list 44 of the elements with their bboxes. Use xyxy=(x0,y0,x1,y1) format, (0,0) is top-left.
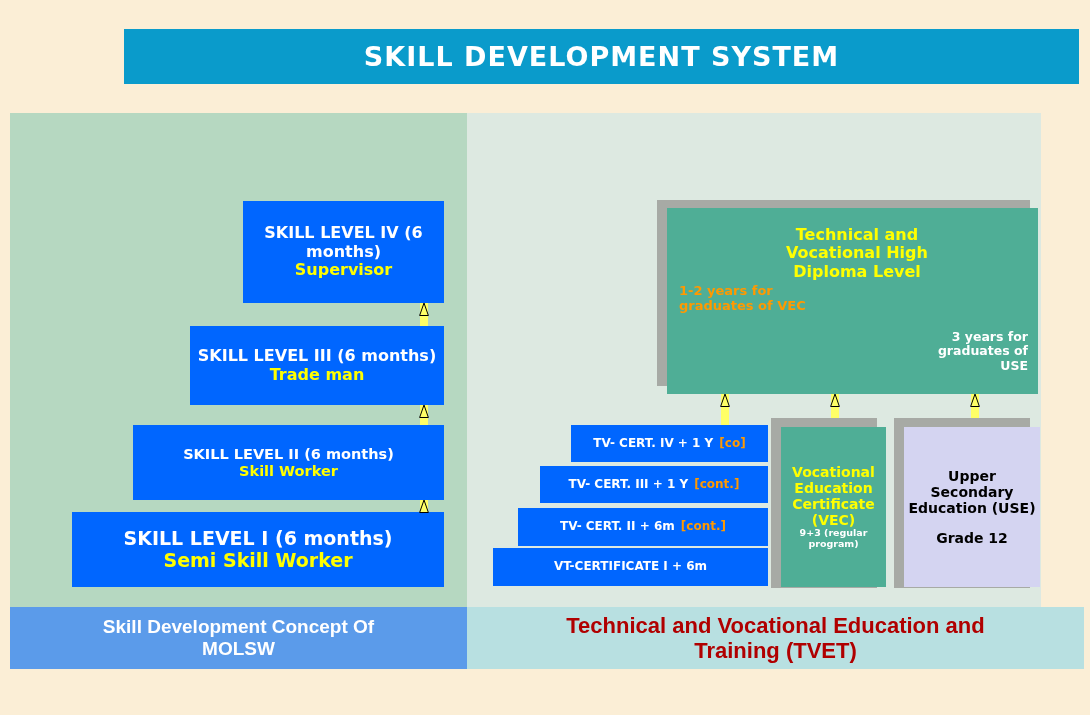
block-arrow xyxy=(720,393,730,425)
node-title: Vocational Education Certificate (VEC) xyxy=(791,463,876,529)
node-detail: [cont.] xyxy=(694,477,740,492)
block-arrow xyxy=(830,393,840,418)
block-arrow xyxy=(419,302,429,326)
node-title: TV- CERT. IV + 1 Y xyxy=(593,436,714,451)
block-arrow xyxy=(970,393,980,418)
diploma-box xyxy=(667,208,1038,394)
certificate-box xyxy=(781,427,886,587)
node-detail: 1-2 years for graduates of VEC xyxy=(679,284,807,314)
title: SKILL DEVELOPMENT SYSTEM xyxy=(124,29,1079,84)
node-detail: 9+3 (regular program) xyxy=(798,528,869,551)
node-detail: 3 years for graduates of USE xyxy=(936,330,1028,374)
node-title: SKILL LEVEL IV (6 months) xyxy=(263,224,424,262)
node-title: Technical and Vocational Education and Training (TVET) xyxy=(565,612,986,664)
node-detail: Semi Skill Worker xyxy=(163,549,353,572)
block-arrow xyxy=(419,499,429,513)
node-detail: Grade 12 xyxy=(936,530,1008,547)
node-title: TV- CERT. II + 6m xyxy=(560,520,675,534)
node-detail: [cont.] xyxy=(680,520,726,534)
node-title: SKILL LEVEL I (6 months) xyxy=(123,527,393,550)
certificate-box xyxy=(518,508,768,546)
node-title: Upper Secondary Education (USE) xyxy=(908,467,1036,517)
category-band xyxy=(10,607,467,669)
level-box xyxy=(190,326,444,405)
node-detail: Supervisor xyxy=(294,261,393,280)
node-title: Skill Development Concept Of MOLSW xyxy=(101,616,376,660)
node-title: TV- CERT. III + 1 Y xyxy=(568,477,689,492)
education-box xyxy=(904,427,1040,587)
node-detail: Trade man xyxy=(269,365,365,384)
node-title: VT-CERTIFICATE I + 6m xyxy=(553,560,708,574)
node-title: SKILL LEVEL III (6 months) xyxy=(197,347,437,366)
node-title: Technical and Vocational High Diploma Level xyxy=(785,226,929,282)
certificate-box xyxy=(571,425,768,462)
node-title: SKILL LEVEL II (6 months) xyxy=(183,445,394,463)
block-arrow xyxy=(419,404,429,425)
level-box xyxy=(243,201,444,303)
certificate-box xyxy=(540,466,768,503)
node-detail: [co] xyxy=(719,436,746,451)
node-detail: Skill Worker xyxy=(239,462,338,480)
level-box xyxy=(72,512,444,587)
level-box xyxy=(133,425,444,500)
certificate-box xyxy=(493,548,768,586)
category-band xyxy=(467,607,1084,669)
